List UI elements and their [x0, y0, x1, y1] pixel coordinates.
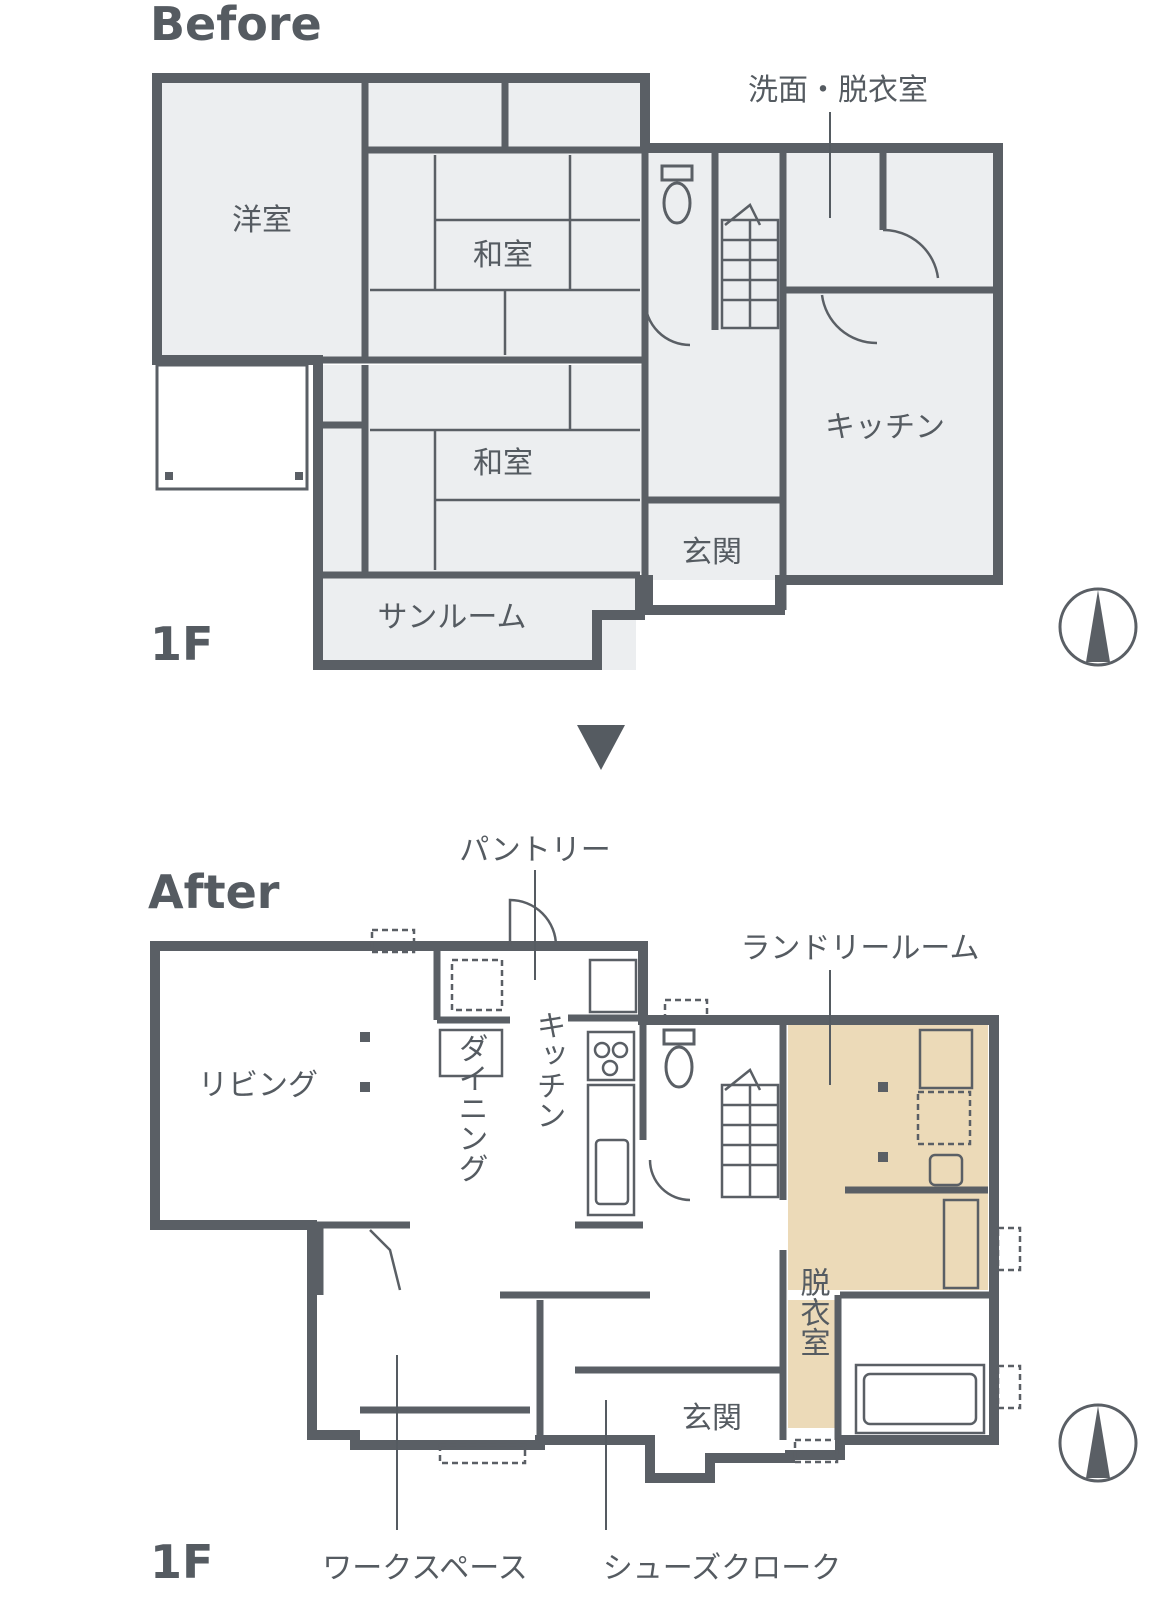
- after-room-pantry: パントリー: [459, 833, 611, 868]
- sink-icon: [586, 1083, 636, 1217]
- toilet-icon: [660, 164, 694, 225]
- after-room-shoe-cloak: シューズクローク: [603, 1551, 842, 1586]
- north-arrow-icon: [1058, 1403, 1138, 1483]
- after-room-dining: ダイニング: [453, 1033, 488, 1183]
- after-room-dressing: 脱衣室: [795, 1267, 831, 1357]
- before-room-western: 洋室: [232, 203, 292, 238]
- before-heading: Before: [150, 0, 322, 51]
- before-floor-label: 1F: [150, 617, 213, 671]
- before-room-tatami-bottom: 和室: [473, 446, 533, 481]
- after-floor-label: 1F: [150, 1535, 213, 1589]
- after-room-laundry: ランドリールーム: [740, 931, 979, 966]
- before-room-kitchen: キッチン: [825, 410, 945, 445]
- after-room-entrance: 玄関: [682, 1401, 742, 1436]
- before-plan: [152, 73, 1003, 670]
- after-room-living: リビング: [198, 1068, 318, 1103]
- after-plan: [150, 898, 1022, 1483]
- before-room-washroom: 洗面・脱衣室: [748, 73, 928, 108]
- down-triangle-icon: [577, 725, 625, 770]
- north-arrow-icon: [1058, 587, 1138, 667]
- after-outer-wall: [150, 941, 999, 1483]
- after-heading: After: [148, 865, 280, 919]
- before-room-tatami-top: 和室: [473, 238, 533, 273]
- bathtub-icon: [854, 1363, 986, 1435]
- stairs-icon: [720, 203, 780, 330]
- stove-icon: [586, 1030, 636, 1082]
- after-room-kitchen: キッチン: [531, 1010, 566, 1130]
- stairs-icon: [720, 1068, 780, 1199]
- toilet-icon: [662, 1028, 696, 1089]
- after-room-workspace: ワークスペース: [322, 1551, 528, 1586]
- before-room-entrance: 玄関: [682, 535, 742, 570]
- before-room-sunroom: サンルーム: [377, 600, 526, 635]
